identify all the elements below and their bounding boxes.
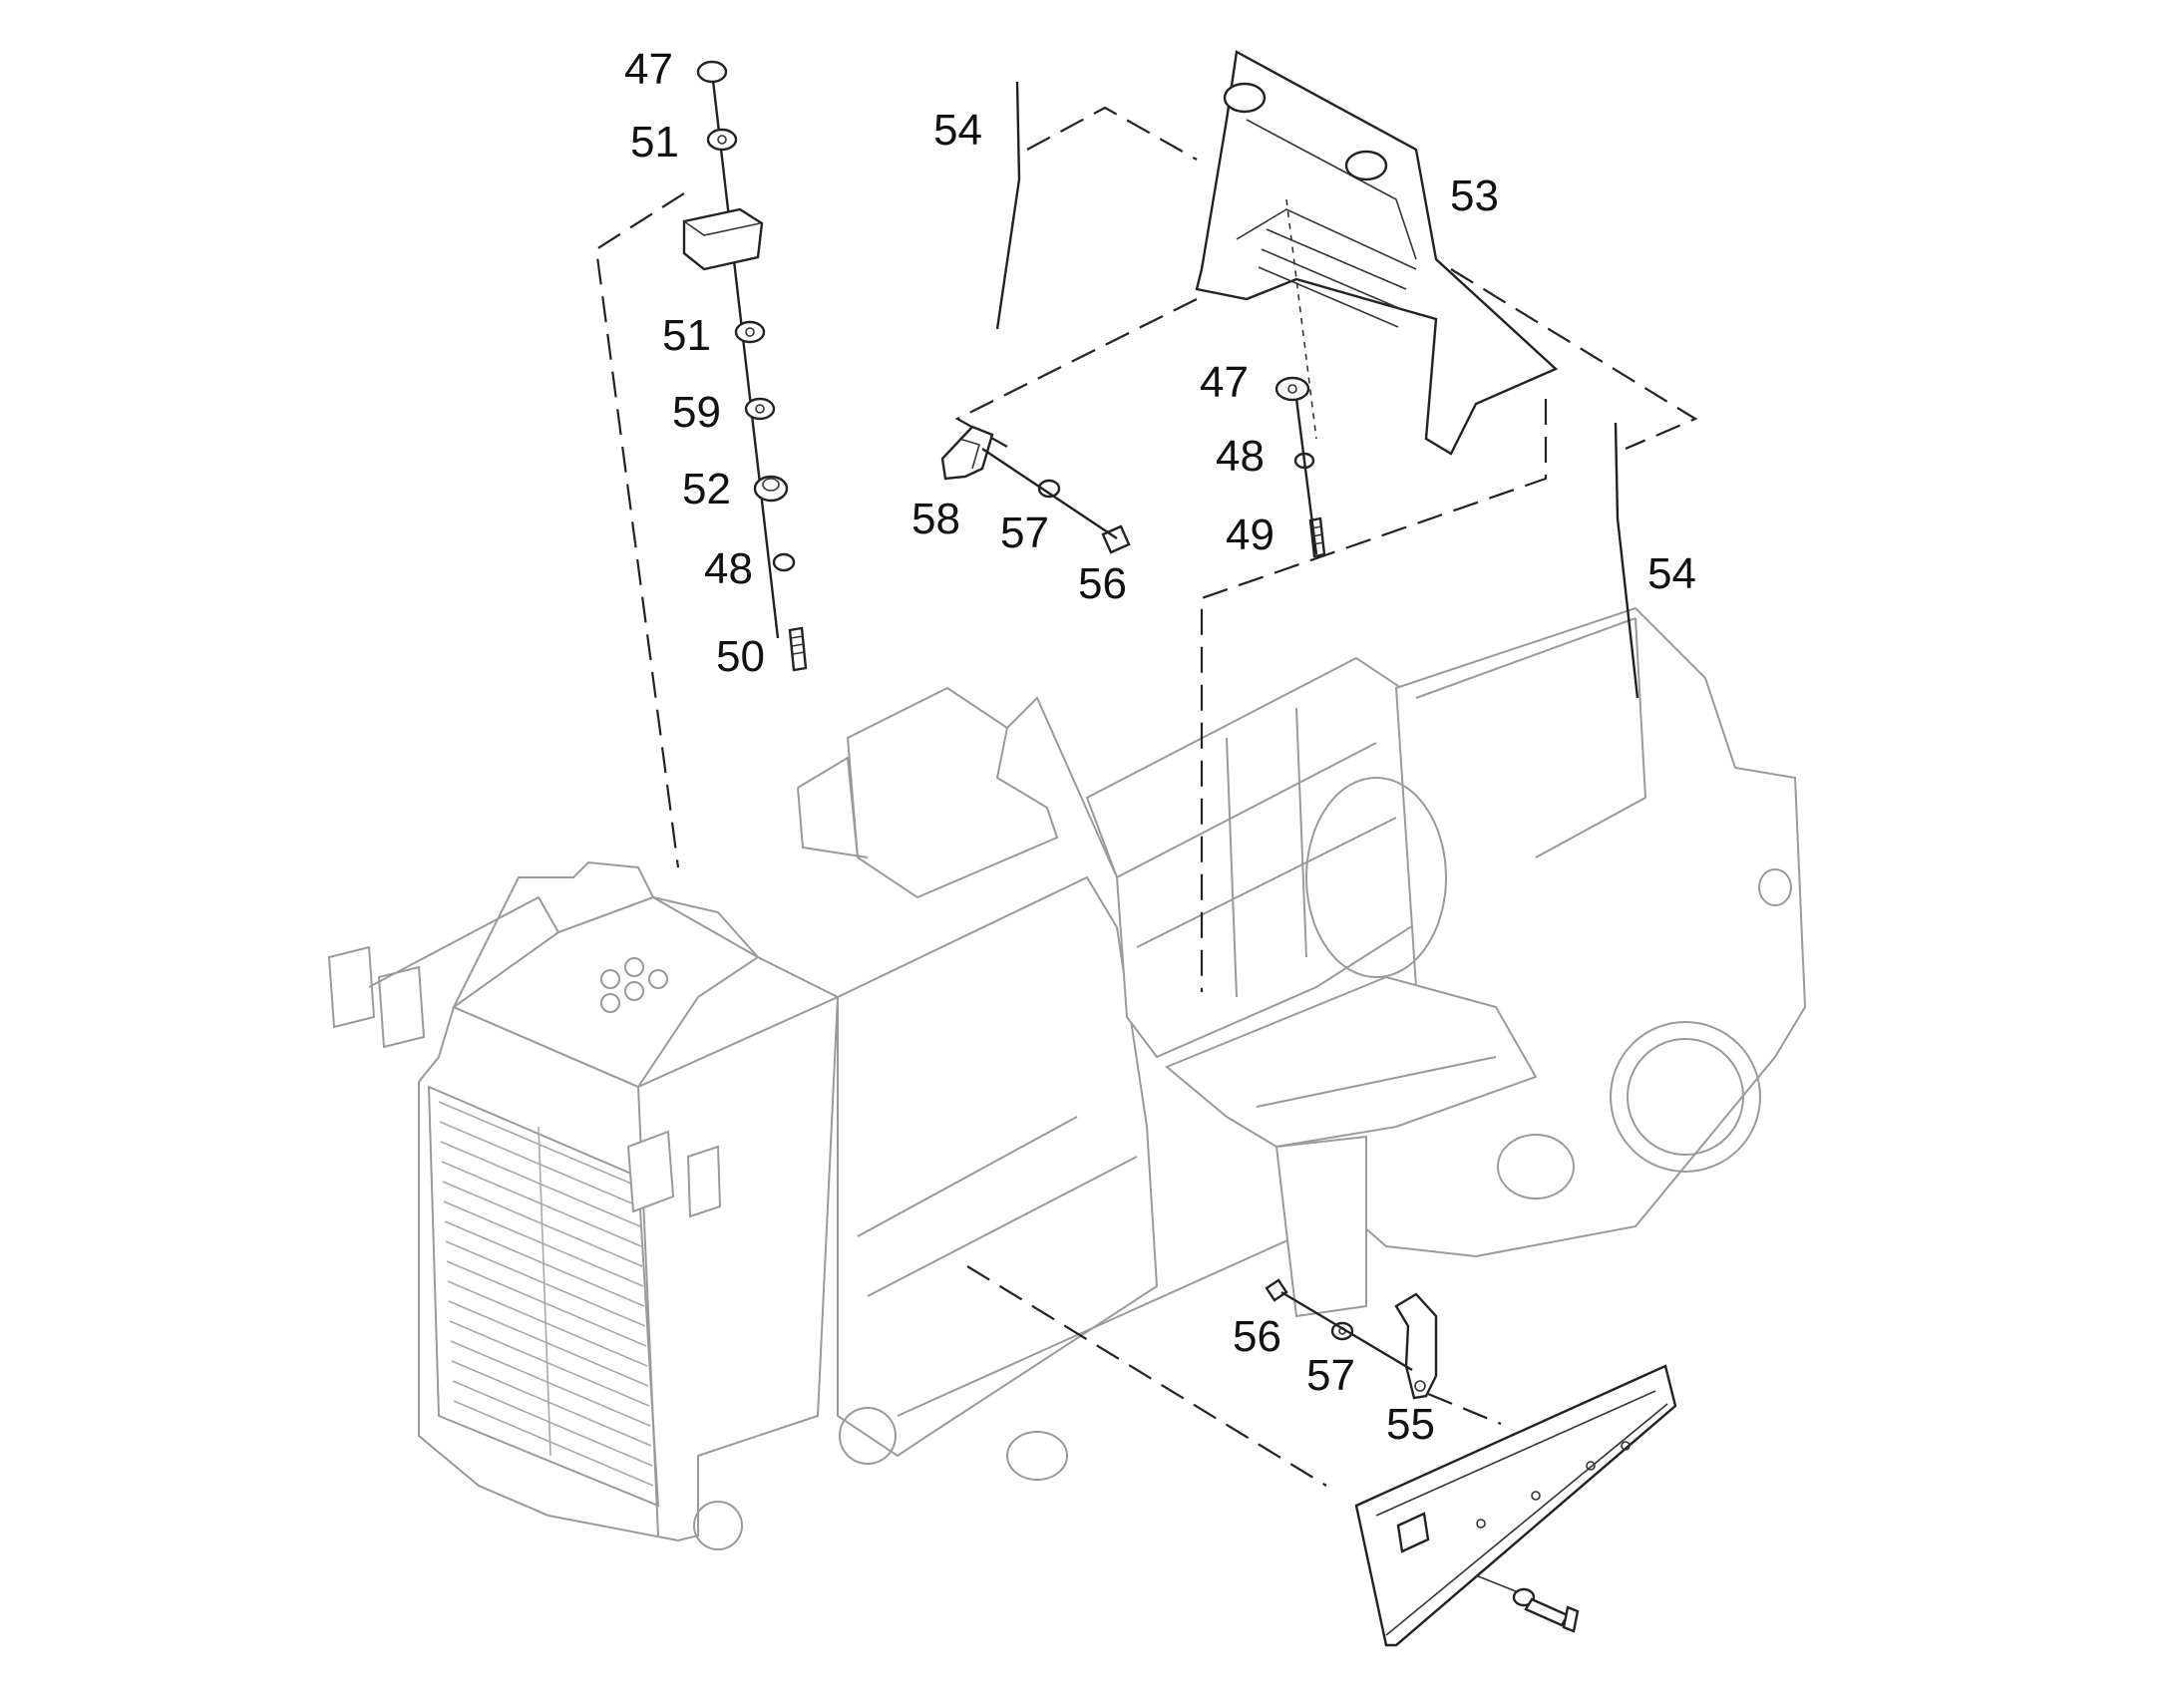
callout-c19: 55 — [1386, 1400, 1435, 1449]
callout-c16: 54 — [1647, 549, 1696, 598]
callout-c8: 54 — [933, 106, 982, 155]
callout-c11: 48 — [1216, 432, 1265, 481]
cover-panel-53 — [954, 50, 1698, 992]
support-rod-right — [1614, 422, 1639, 699]
callout-c15: 56 — [1078, 559, 1127, 608]
support-rod-left — [995, 81, 1198, 330]
callout-labels: 47 51 51 59 52 48 50 54 53 47 48 49 58 5… — [624, 45, 1696, 1449]
center-fastener-stack — [1274, 376, 1326, 558]
callout-c9: 53 — [1450, 171, 1499, 220]
callout-c18: 57 — [1306, 1351, 1355, 1400]
callout-c14: 57 — [1000, 509, 1049, 557]
callout-c12: 49 — [1226, 511, 1274, 559]
top-plate-bolts — [600, 957, 668, 1013]
callout-c4: 59 — [672, 388, 721, 437]
callout-c5: 52 — [682, 465, 731, 513]
callout-c10: 47 — [1200, 358, 1249, 407]
callout-c2: 51 — [630, 118, 679, 167]
callout-c3: 51 — [662, 311, 711, 360]
clip-58-assembly — [940, 425, 1131, 554]
callout-c6: 48 — [704, 544, 753, 593]
callout-c13: 58 — [911, 495, 960, 543]
callout-c17: 56 — [1233, 1312, 1281, 1361]
callout-c1: 47 — [624, 45, 673, 94]
left-fastener-stack — [594, 60, 808, 868]
side-guard-panel — [1354, 1364, 1677, 1647]
lower-clip-55-assembly — [966, 1265, 1502, 1487]
radiator-grille — [427, 1085, 660, 1508]
callout-c7: 50 — [716, 632, 765, 681]
loader-frame — [327, 606, 1807, 1550]
